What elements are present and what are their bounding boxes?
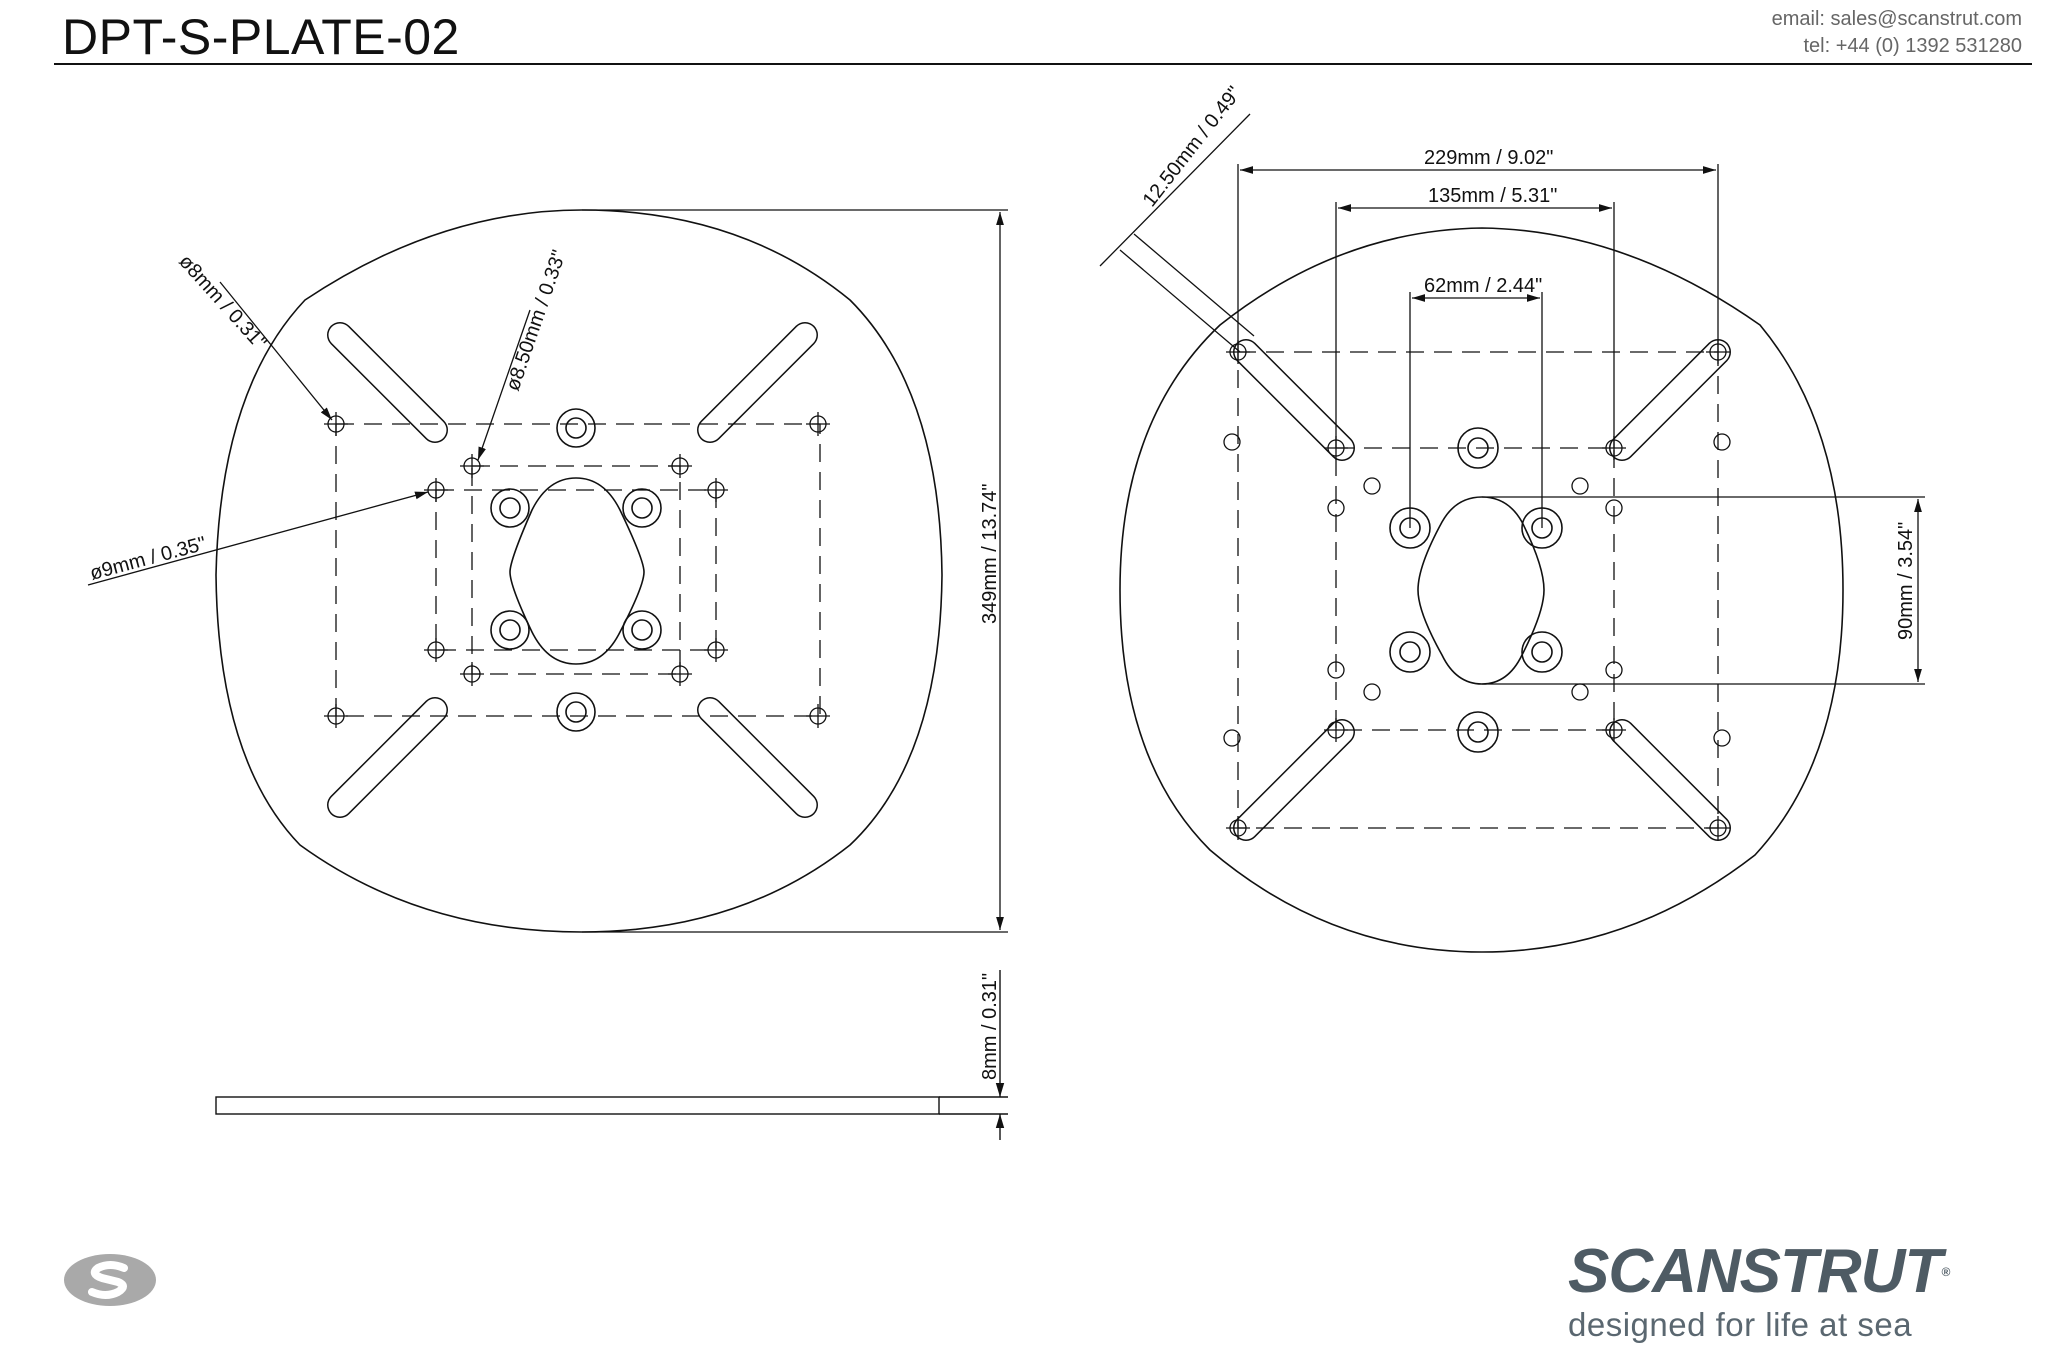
page-title: DPT-S-PLATE-02 bbox=[62, 9, 460, 65]
left-leaders bbox=[87, 281, 531, 586]
dimension-labels: ø8mm / 0.31" ø8.50mm / 0.33" ø9mm / 0.35… bbox=[88, 82, 1917, 1080]
contact-tel: tel: +44 (0) 1392 531280 bbox=[1803, 35, 2022, 57]
side-view bbox=[215, 970, 1008, 1140]
brand-registered-mark: ® bbox=[1941, 1265, 1950, 1279]
label-width-135mm: 135mm / 5.31" bbox=[1428, 185, 1557, 207]
right-center-cutout bbox=[1417, 496, 1545, 685]
label-hole-8mm: ø8mm / 0.31" bbox=[174, 251, 270, 354]
contact-info: email: sales@scanstrut.com tel: +44 (0) … bbox=[1772, 6, 2022, 60]
label-width-229mm: 229mm / 9.02" bbox=[1424, 147, 1553, 169]
contact-email[interactable]: email: sales@scanstrut.com bbox=[1771, 8, 2022, 30]
brand-tagline: designed for life at sea bbox=[1568, 1306, 1913, 1343]
label-hole-9mm: ø9mm / 0.35" bbox=[88, 533, 209, 585]
left-plate-view bbox=[87, 209, 1008, 933]
brand-block: SCANSTRUT® designed for life at sea bbox=[1568, 1240, 2016, 1344]
brand-logo-text: SCANSTRUT bbox=[1568, 1237, 1942, 1306]
brand-logo: SCANSTRUT® bbox=[1568, 1240, 2016, 1304]
right-plate-view bbox=[1099, 113, 1925, 953]
left-center-cutout bbox=[509, 477, 645, 665]
label-width-62mm: 62mm / 2.44" bbox=[1424, 275, 1542, 297]
left-small-holes bbox=[324, 412, 830, 728]
right-counterbored-holes bbox=[1389, 427, 1563, 753]
left-slots bbox=[327, 322, 818, 818]
left-counterbored-holes bbox=[490, 408, 662, 732]
label-slot-12-50mm: 12.50mm / 0.49" bbox=[1139, 82, 1246, 211]
label-thickness-8mm: 8mm / 0.31" bbox=[979, 973, 1001, 1080]
label-height-90mm: 90mm / 3.54" bbox=[1895, 522, 1917, 640]
scanstrut-s-logo-icon bbox=[64, 1254, 156, 1306]
left-plate-outline bbox=[215, 209, 943, 933]
header-divider bbox=[54, 63, 2032, 65]
right-plate-outline bbox=[1119, 227, 1844, 953]
label-height-349mm: 349mm / 13.74" bbox=[979, 483, 1001, 624]
label-hole-8-50mm: ø8.50mm / 0.33" bbox=[502, 247, 571, 393]
left-centerlines bbox=[335, 423, 821, 717]
right-slots bbox=[1233, 339, 1731, 841]
right-dimensions bbox=[1099, 113, 1925, 685]
left-height-dimension bbox=[582, 209, 1008, 933]
side-plate-profile bbox=[215, 1096, 940, 1115]
right-centerlines bbox=[1237, 351, 1719, 829]
